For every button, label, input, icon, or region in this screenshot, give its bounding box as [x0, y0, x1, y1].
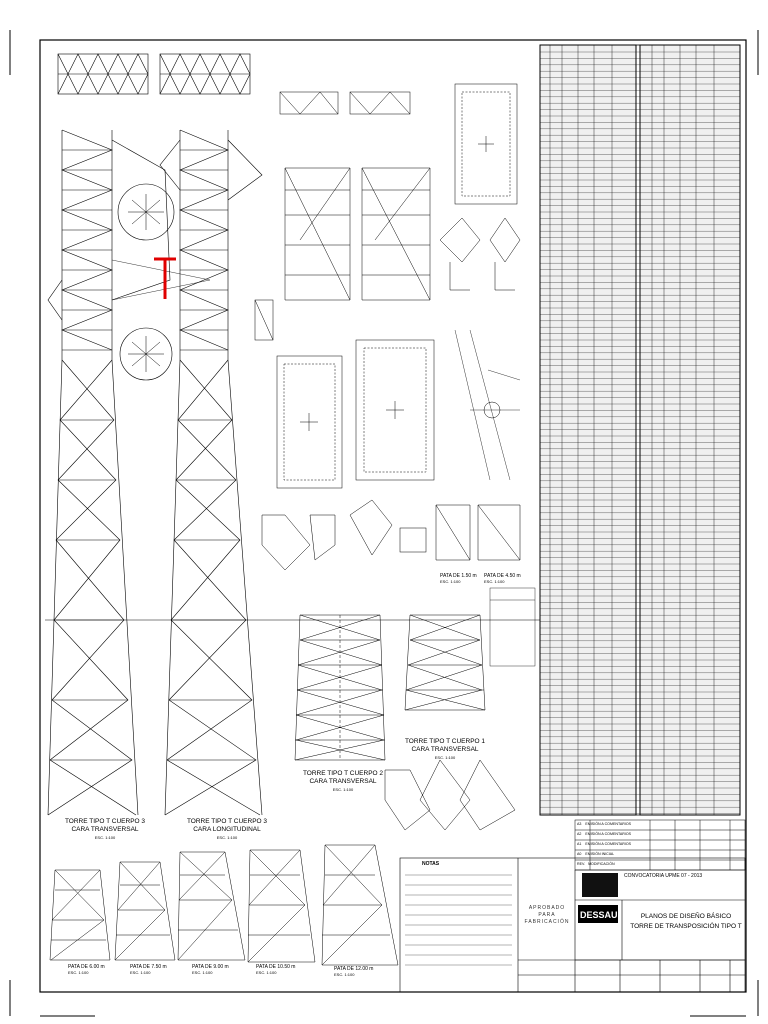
caption-cuerpo1-transversal: TORRE TIPO T CUERPO 1 CARA TRANSVERSAL E… [400, 738, 490, 762]
caption-title: TORRE TIPO T CUERPO 2 [302, 770, 384, 777]
caption-cuerpo3-transversal: TORRE TIPO T CUERPO 3 CARA TRANSVERSAL E… [60, 818, 150, 842]
drawing-title-line1: PLANOS DE DISEÑO BÁSICO [640, 913, 732, 920]
leg-title: PATA DE 7.50 m [130, 964, 167, 970]
rev-code: A3 [577, 822, 582, 826]
caption-scale: ESC. 1:100 [434, 755, 456, 760]
notes-lines [405, 874, 512, 966]
leg-scale: ESC. 1:100 [68, 970, 89, 975]
rev-row-2: A1 EMISIÓN A COMENTARIOS [577, 842, 631, 846]
caption-scale: ESC. 1:100 [332, 787, 354, 792]
client-logo [582, 873, 618, 897]
leg-title: PATA DE 10.50 m [256, 964, 296, 970]
rev-row-1: A2 EMISIÓN A COMENTARIOS [577, 832, 631, 836]
brace-details-top [254, 91, 521, 341]
caption-scale: ESC. 1:100 [216, 835, 238, 840]
rev-row-0: A3 EMISIÓN A COMENTARIOS [577, 822, 631, 826]
contest-label: CONVOCATORIA UPME 07 - 2013 [624, 873, 703, 879]
top-elevation-strips [57, 53, 251, 95]
caption-cuerpo3-longitudinal: TORRE TIPO T CUERPO 3 CARA LONGITUDINAL … [182, 818, 272, 842]
dessau-logo-box [578, 905, 618, 923]
leg-title: PATA DE 1.50 m [440, 573, 477, 579]
rev-code: A1 [577, 842, 582, 846]
tower-transversal-elevation [47, 129, 211, 816]
red-t-marker [154, 257, 176, 299]
leg-title: PATA DE 4.50 m [484, 573, 521, 579]
company-name: DESSAU [580, 910, 618, 920]
rev-row-3: A0 EMISIÓN INICIAL [577, 852, 614, 856]
caption-scale: ESC. 1:100 [94, 835, 116, 840]
approval-note-box [489, 587, 536, 667]
rev-desc: EMISIÓN A COMENTARIOS [585, 832, 632, 836]
title-block-frame [399, 857, 746, 993]
caption-title: TORRE TIPO T CUERPO 3 [186, 818, 268, 825]
approval-stamp: APROBADO PARA FABRICACIÓN [522, 905, 572, 926]
panel-details-mid [261, 499, 521, 571]
material-table [539, 44, 741, 816]
rev-desc: EMISIÓN INICIAL [585, 852, 615, 856]
stamp-line3: FABRICACIÓN [524, 919, 570, 925]
caption-subtitle: CARA LONGITUDINAL [193, 826, 261, 833]
rev-header: REV. MODIFICACIÓN [577, 862, 615, 866]
drawing-title: PLANOS DE DISEÑO BÁSICO TORRE DE TRANSPO… [628, 912, 744, 932]
rev-code: A0 [577, 852, 582, 856]
leg-scale: ESC. 1:100 [334, 972, 355, 977]
leg-title: PATA DE 9.00 m [192, 964, 229, 970]
leg-details [49, 844, 399, 966]
rev-header-code: REV. [577, 862, 586, 866]
stamp-line2: PARA [538, 912, 556, 918]
leg-scale: ESC. 1:100 [130, 970, 151, 975]
rev-desc: EMISIÓN A COMENTARIOS [585, 842, 632, 846]
caption-subtitle: CARA TRANSVERSAL [309, 778, 377, 785]
leg-scale: ESC. 1:100 [192, 970, 213, 975]
leg-scale: ESC. 1:100 [440, 579, 461, 584]
caption-title: TORRE TIPO T CUERPO 1 [404, 738, 486, 745]
plan-views [276, 83, 521, 489]
leg-title: PATA DE 6.00 m [68, 964, 105, 970]
stamp-line1: APROBADO [528, 905, 566, 911]
caption-subtitle: CARA TRANSVERSAL [71, 826, 139, 833]
tower-body-elevations [294, 614, 516, 831]
leg-scale: ESC. 1:100 [256, 970, 277, 975]
rev-code: A2 [577, 832, 582, 836]
rev-header-desc: MODIFICACIÓN [588, 862, 615, 866]
leg-scale: ESC. 1:100 [484, 579, 505, 584]
drawing-title-line2: TORRE DE TRANSPOSICIÓN TIPO T [630, 923, 742, 930]
tower-longitudinal-elevation [159, 129, 263, 816]
caption-cuerpo2-transversal: TORRE TIPO T CUERPO 2 CARA TRANSVERSAL E… [298, 770, 388, 794]
leg-title: PATA DE 12.00 m [334, 966, 374, 972]
caption-subtitle: CARA TRANSVERSAL [411, 746, 479, 753]
caption-title: TORRE TIPO T CUERPO 3 [64, 818, 146, 825]
rev-desc: EMISIÓN A COMENTARIOS [585, 822, 632, 826]
notes-title: NOTAS [422, 861, 440, 867]
material-table-rows [540, 51, 740, 814]
